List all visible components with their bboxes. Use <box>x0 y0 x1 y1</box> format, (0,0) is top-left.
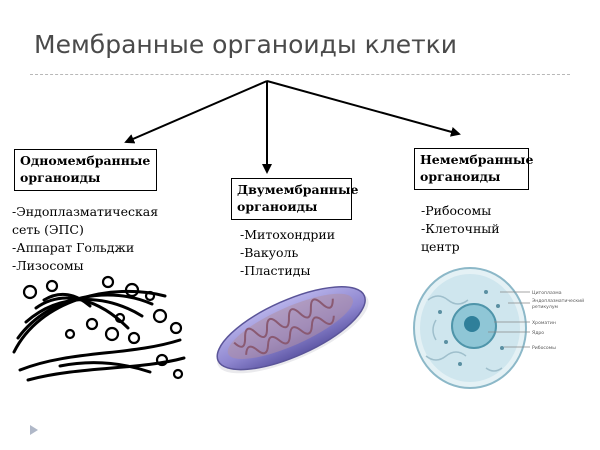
title-divider <box>30 74 570 75</box>
box-non-membrane-line1: Немембранные <box>420 152 534 167</box>
list-double-membrane: -Митохондрии -Вакуоль -Пластиды <box>240 226 335 280</box>
list-item: -Эндоплазматическая <box>12 204 159 219</box>
list-item: центр <box>421 239 460 254</box>
box-double-membrane: Двумембранные органоиды <box>231 178 359 220</box>
list-item: -Вакуоль <box>240 245 299 260</box>
slide-title: Мембранные органоиды клетки <box>34 30 458 59</box>
cell-label: Ядро <box>532 330 544 336</box>
box-single-membrane-line2: органоиды <box>20 170 101 185</box>
box-single-membrane-line1: Одномембранные <box>20 153 151 168</box>
slide-nav-arrow-icon[interactable] <box>30 425 38 435</box>
cell-label: Эндоплазматический <box>532 297 584 304</box>
list-item: -Аппарат Гольджи <box>12 240 135 255</box>
cell-label: Рибосомы <box>532 345 556 351</box>
list-item: -Клеточный <box>421 221 500 236</box>
box-double-membrane-line2: органоиды <box>237 199 318 214</box>
arrow-left <box>124 80 268 144</box>
list-item: -Лизосомы <box>12 258 84 273</box>
list-item: -Митохондрии <box>240 227 336 242</box>
box-non-membrane: Немембранные органоиды <box>414 148 534 190</box>
list-item: -Рибосомы <box>421 203 492 218</box>
list-item: -Пластиды <box>240 263 311 278</box>
box-single-membrane: Одномембранные органоиды <box>14 149 157 191</box>
box-non-membrane-line2: органоиды <box>420 169 501 184</box>
box-double-membrane-line1: Двумембранные <box>237 182 359 197</box>
arrow-right <box>266 80 461 137</box>
cell-label: Хроматин <box>532 320 556 326</box>
list-single-membrane: -Эндоплазматическая сеть (ЭПС) -Аппарат … <box>12 203 158 275</box>
list-non-membrane: -Рибосомы -Клеточный центр <box>421 202 500 256</box>
list-item: сеть (ЭПС) <box>12 222 84 237</box>
cell-label: Цитоплазма <box>532 290 562 296</box>
cell-label: ретикулум <box>532 305 559 310</box>
